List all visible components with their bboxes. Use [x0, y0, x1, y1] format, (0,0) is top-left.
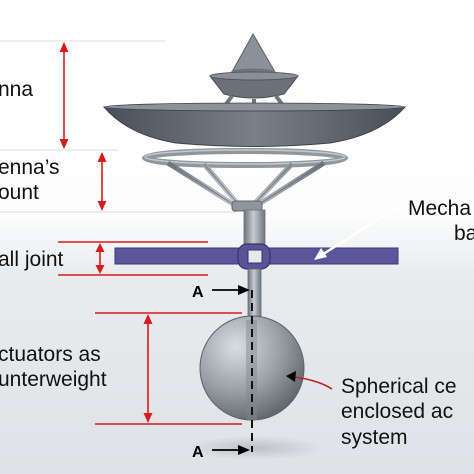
- dimension-ball-joint: [58, 241, 208, 276]
- section-arrow-bottom: [212, 445, 250, 455]
- main-dish-rim: [103, 102, 406, 112]
- sub-reflector-rim: [209, 71, 299, 81]
- mount-legs-edge: [167, 162, 325, 207]
- label-antenna-mount-line2: ount: [0, 181, 39, 204]
- label-sphere-line1: Spherical ce: [341, 375, 457, 398]
- dimension-antenna: [0, 40, 165, 151]
- section-arrow-top: [212, 285, 250, 295]
- main-dish: [102, 106, 407, 147]
- label-mechanical-bar-line1: Mecha: [408, 197, 471, 220]
- label-antenna: nna: [0, 78, 33, 101]
- dimension-actuators: [95, 312, 242, 425]
- label-sphere-line2: enclosed ac: [341, 400, 453, 423]
- mount-ring-highlight: [144, 149, 346, 165]
- label-antenna-mount-line1: enna’s: [0, 156, 60, 179]
- ball-joint-face: [247, 249, 263, 264]
- label-actuators-line2: unterweight: [0, 368, 107, 391]
- leader-sphere: [286, 371, 333, 390]
- upper-shaft: [243, 209, 266, 247]
- dimension-antenna-mount: [0, 152, 236, 213]
- label-ball-joint: all joint: [0, 248, 64, 271]
- mount-hub: [231, 200, 263, 212]
- section-label-bottom: A: [192, 444, 204, 461]
- section-label-top: A: [192, 284, 204, 301]
- floor-shadow: [185, 436, 325, 460]
- label-mechanical-bar-line2: ba: [454, 222, 474, 245]
- label-sphere-line3: system: [341, 426, 408, 449]
- label-actuators-line1: ctuators as: [0, 343, 101, 366]
- leader-mechanical-bar: [314, 205, 399, 260]
